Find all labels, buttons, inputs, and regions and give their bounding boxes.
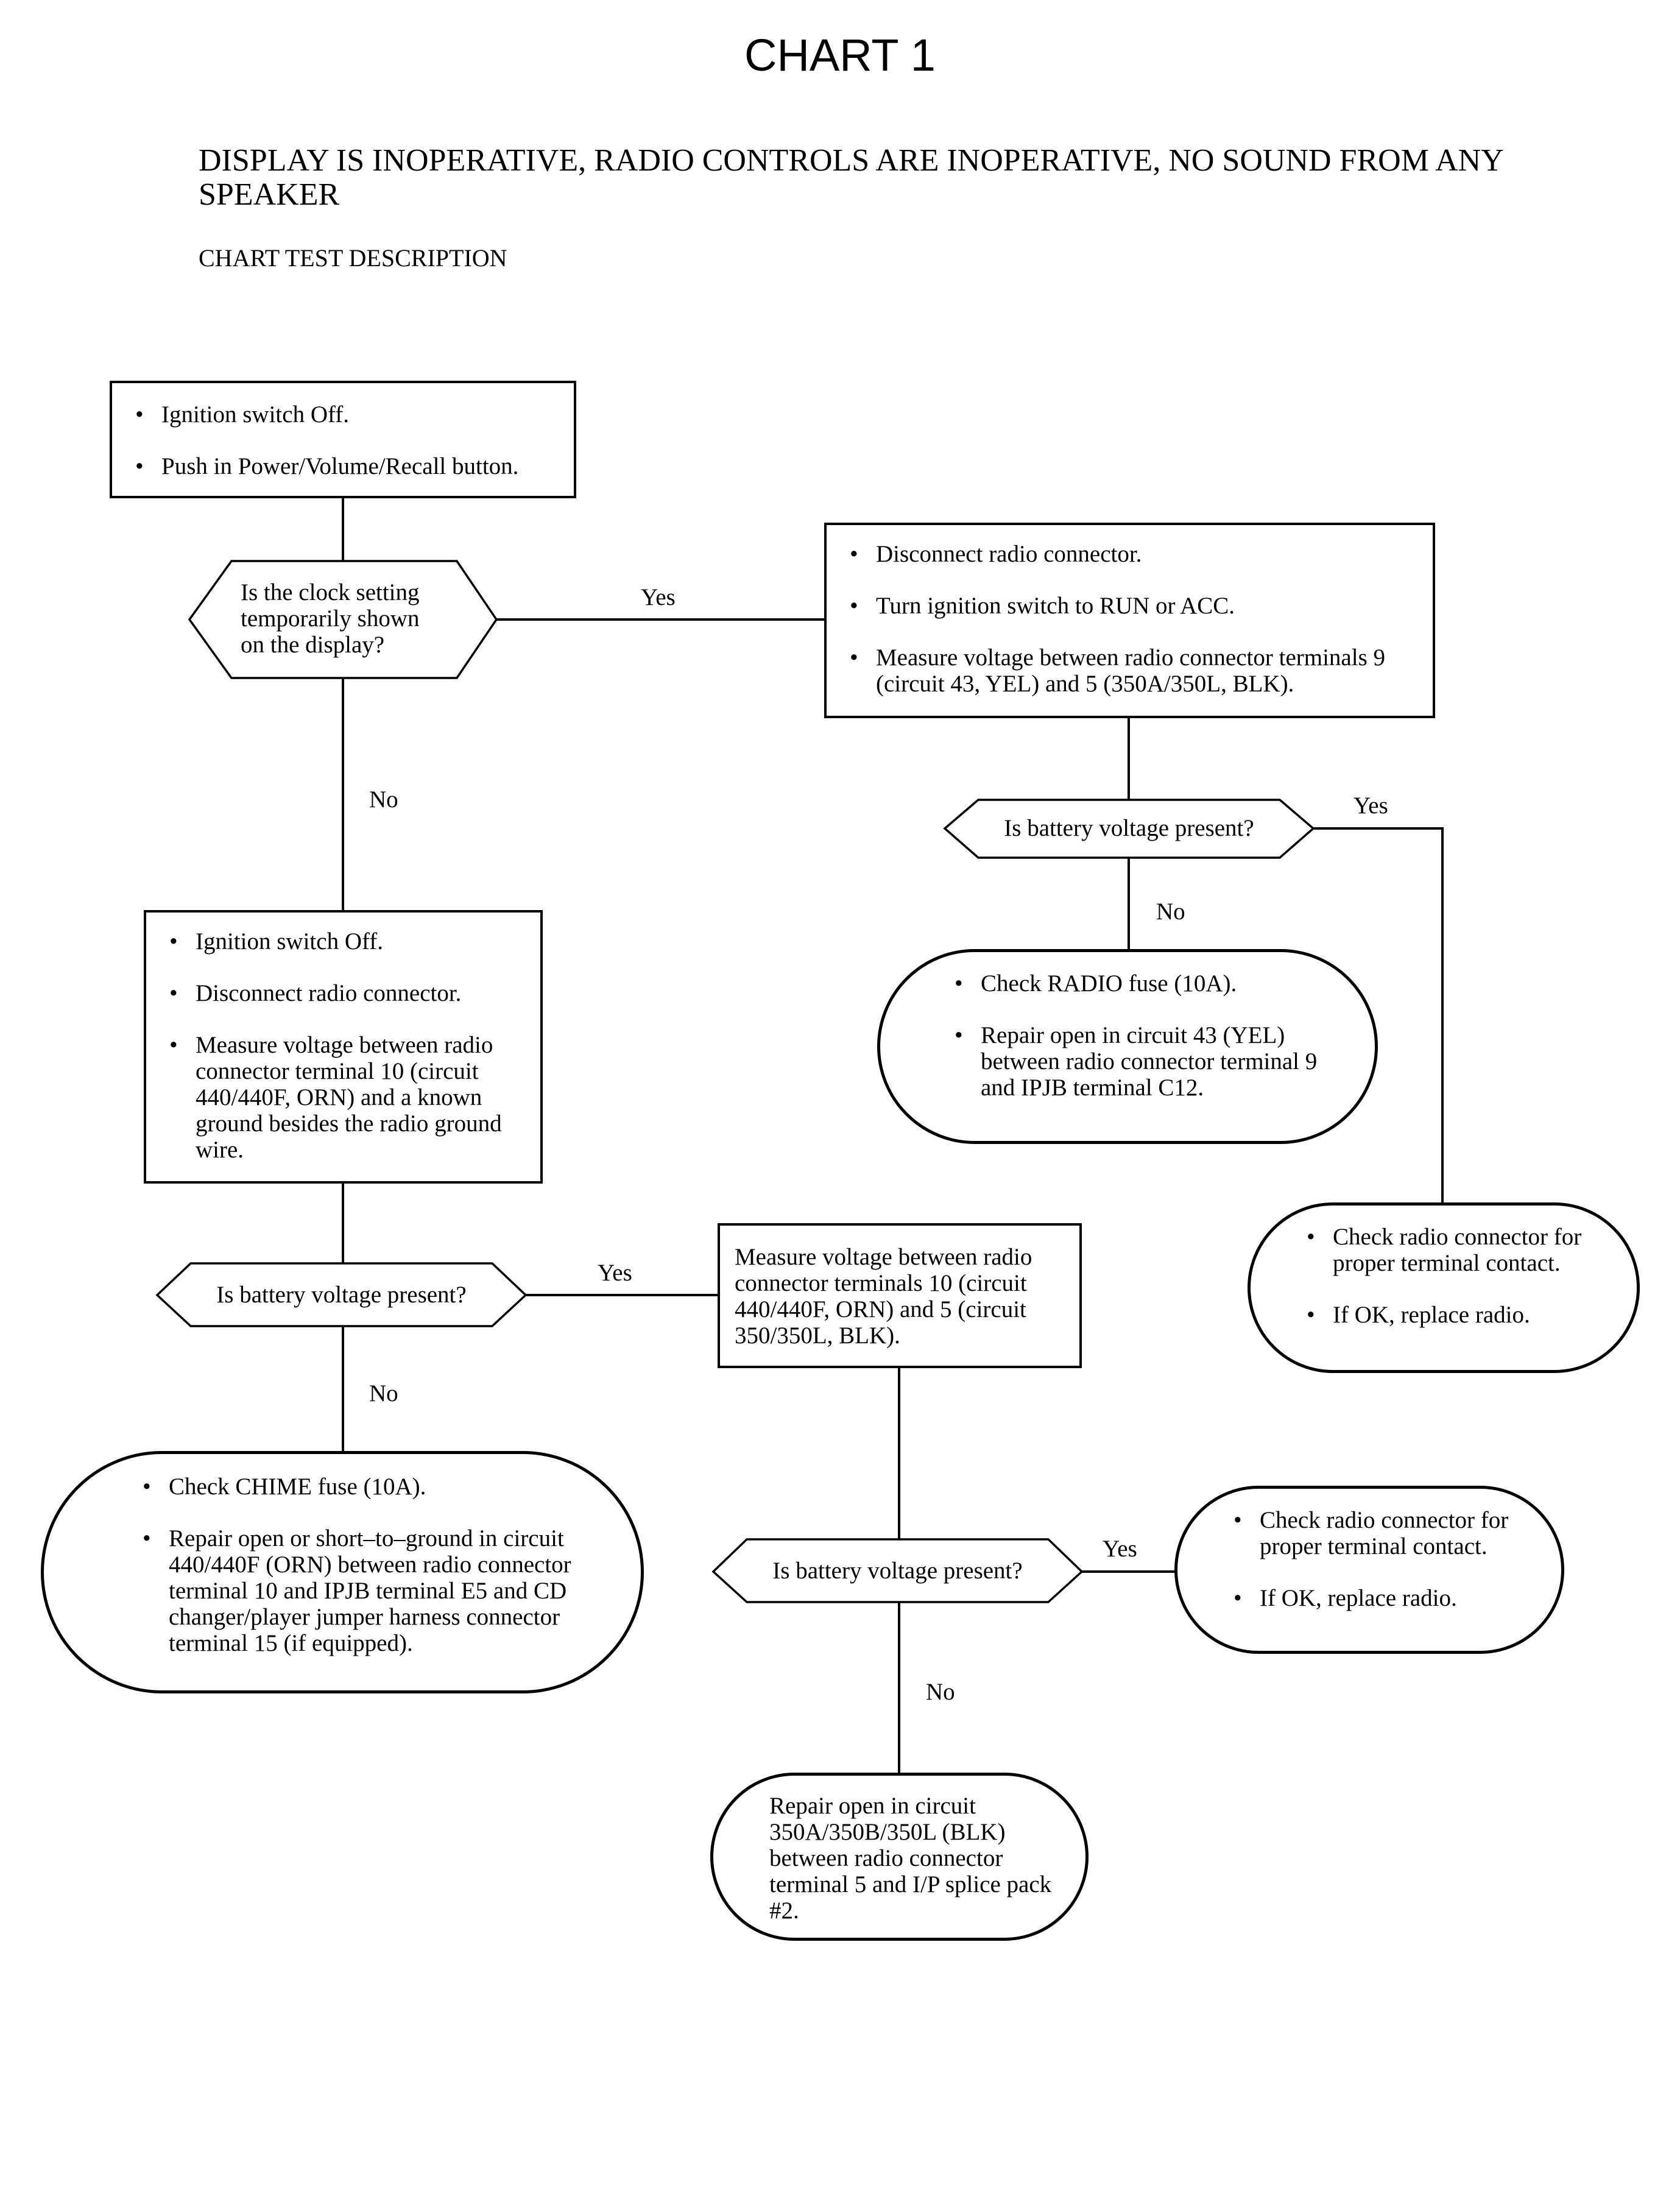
label-battery-1-yes: Yes [1354, 793, 1388, 819]
decision-battery-1-text: Is battery voltage present? [1004, 815, 1254, 841]
result-item: If OK, replace radio. [1226, 1585, 1543, 1611]
decision-battery-1-shape [943, 799, 1315, 859]
label-battery-2-yes: Yes [598, 1260, 632, 1286]
decision-battery-3-shape [711, 1538, 1084, 1603]
result-item: If OK, replace radio. [1299, 1302, 1618, 1328]
start-item: Ignition switch Off. [128, 401, 558, 428]
decision-battery-3-text: Is battery voltage present? [772, 1558, 1023, 1584]
result-item: Repair open in circuit 43 (YEL) between … [947, 1022, 1350, 1101]
step-item: Disconnect radio connector. [842, 541, 1417, 567]
step-ignition-off: Ignition switch Off. Disconnect radio co… [144, 910, 543, 1184]
label-battery-3-yes: Yes [1103, 1536, 1137, 1562]
step-item: Disconnect radio connector. [162, 980, 524, 1006]
result-replace-radio-1: Check radio connector for proper termina… [1248, 1202, 1640, 1373]
step-measure-10-5: Measure voltage between radio connector … [718, 1223, 1082, 1368]
result-item: Check radio connector for proper termina… [1299, 1224, 1618, 1276]
label-battery-2-no: No [369, 1380, 398, 1407]
result-item: Check CHIME fuse (10A). [135, 1474, 616, 1500]
result-item: Check radio connector for proper termina… [1226, 1507, 1543, 1559]
chart-title: CHART 1 [744, 30, 936, 80]
step-item: Ignition switch Off. [162, 928, 524, 955]
label-battery-1-no: No [1156, 898, 1185, 925]
result-replace-radio-2: Check radio connector for proper termina… [1174, 1486, 1564, 1654]
chart-heading: DISPLAY IS INOPERATIVE, RADIO CONTROLS A… [199, 143, 1503, 212]
step-item: Turn ignition switch to RUN or ACC. [842, 593, 1417, 619]
result-item: Repair open or short–to–ground in circui… [135, 1525, 616, 1656]
step-item: Measure voltage between radio connector … [162, 1032, 524, 1163]
decision-clock-text: Is the clock setting temporarily shown o… [241, 579, 420, 658]
decision-clock-shape [188, 560, 498, 679]
result-item: Check RADIO fuse (10A). [947, 970, 1350, 997]
decision-battery-2-shape [155, 1262, 528, 1327]
label-clock-yes: Yes [641, 584, 676, 610]
label-battery-3-no: No [926, 1679, 955, 1705]
step-radio-connector: Disconnect radio connector. Turn ignitio… [824, 523, 1435, 718]
start-box: Ignition switch Off. Push in Power/Volum… [110, 381, 576, 498]
decision-battery-2-text: Is battery voltage present? [216, 1282, 467, 1308]
step-item: Measure voltage between radio connector … [842, 644, 1417, 697]
result-radio-fuse: Check RADIO fuse (10A). Repair open in c… [877, 949, 1378, 1144]
result-chime-fuse: Check CHIME fuse (10A). Repair open or s… [41, 1451, 644, 1693]
start-item: Push in Power/Volume/Recall button. [128, 453, 558, 479]
result-repair-350: Repair open in circuit 350A/350B/350L (B… [710, 1773, 1089, 1941]
label-clock-no: No [369, 786, 398, 813]
step-text: Measure voltage between radio connector … [735, 1244, 1032, 1349]
result-text: Repair open in circuit 350A/350B/350L (B… [769, 1793, 1052, 1924]
chart-subheading: CHART TEST DESCRIPTION [199, 244, 507, 272]
